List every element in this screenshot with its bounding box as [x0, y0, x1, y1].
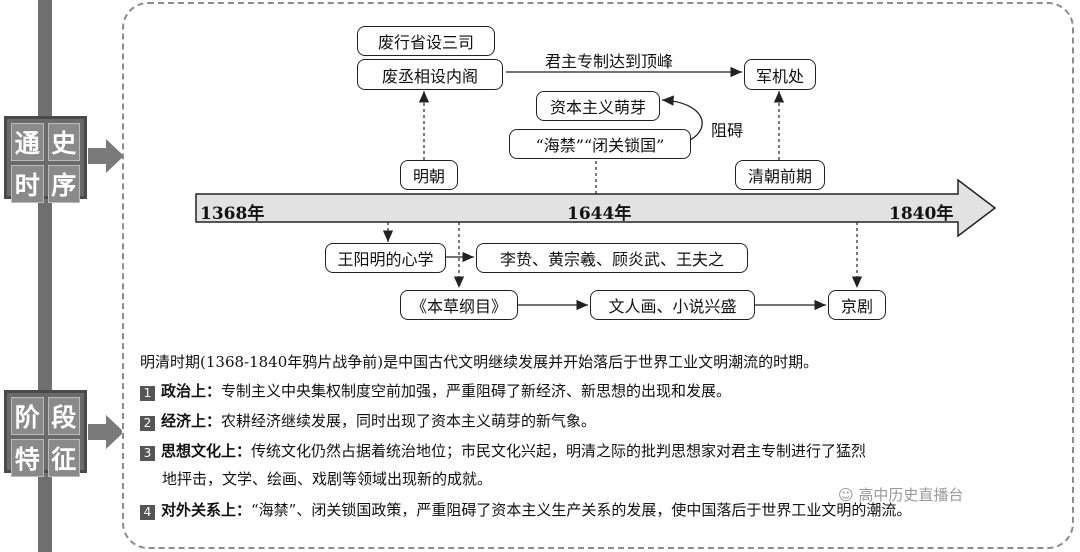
watermark-text: 高中历史直播台 [858, 486, 964, 504]
tag-char: 阶 [11, 397, 44, 435]
pointer-arrow-icon [88, 139, 124, 173]
label-autocracy-peak: 君主专制达到顶峰 [545, 52, 674, 71]
tag-char: 特 [11, 439, 44, 477]
item-number-3: 3 [140, 446, 155, 461]
box-grand-council: 军机处 [744, 59, 816, 90]
stage-intro: 明清时期(1368-1840年鸦片战争前)是中国古代文明继续发展并开始落后于世界… [140, 353, 819, 371]
box-capitalism-sprouts: 资本主义萌芽 [536, 91, 660, 121]
item-text: 传统文化仍然占据着统治地位；市民文化兴起，明清之际的批判思想家对君主专制进行了猛… [251, 442, 867, 460]
item-number-1: 1 [140, 386, 155, 401]
item-heading: 思想文化上： [161, 442, 252, 460]
tag-stage-features: 阶 段 特 征 [4, 390, 87, 477]
item-number-2: 2 [140, 416, 155, 431]
item-text: 专制主义中央集权制度空前加强，严重阻碍了新经济、新思想的出现和发展。 [221, 382, 732, 400]
item-text: “海禁”、闭关锁国政策，严重阻碍了资本主义生产关系的发展，使中国落后于世界工业文… [251, 501, 912, 519]
box-ming-dynasty: 明朝 [400, 160, 458, 190]
box-wang-yangming: 王阳明的心学 [325, 243, 446, 273]
tag-char: 段 [47, 397, 80, 435]
timeline-year-end: 1840年 [889, 204, 954, 224]
stage-item-economy: 2 经济上：农耕经济继续发展，同时出现了资本主义萌芽的新气象。 [140, 408, 596, 434]
label-hinder: 阻碍 [711, 121, 744, 140]
box-bencao-gangmu: 《本草纲目》 [400, 290, 518, 320]
tag-char: 史 [47, 123, 80, 161]
box-peking-opera: 京剧 [828, 290, 886, 320]
tag-char: 通 [11, 123, 44, 161]
timeline-year-start: 1368年 [200, 204, 265, 224]
stage-item-culture: 3 思想文化上：传统文化仍然占据着统治地位；市民文化兴起，明清之际的批判思想家对君… [140, 438, 866, 464]
timeline-year-mid: 1644年 [567, 204, 632, 224]
stage-item-culture-cont: 地抨击，文学、绘画、戏剧等领域出现新的成就。 [162, 470, 493, 488]
tag-char: 征 [47, 439, 80, 477]
item-heading: 政治上： [161, 382, 222, 400]
stage-item-foreign: 4 对外关系上：“海禁”、闭关锁国政策，严重阻碍了资本主义生产关系的发展，使中国落… [140, 497, 911, 523]
tag-general-history-sequence: 通 史 时 序 [4, 116, 87, 203]
item-number-4: 4 [140, 505, 155, 520]
item-heading: 经济上： [161, 412, 222, 430]
box-early-qing: 清朝前期 [735, 160, 825, 190]
box-sea-ban: “海禁”“闭关锁国” [509, 129, 691, 159]
item-text: 农耕经济继续发展，同时出现了资本主义萌芽的新气象。 [221, 412, 597, 430]
item-heading: 对外关系上： [161, 501, 252, 519]
box-thinkers: 李贽、黄宗羲、顾炎武、王夫之 [476, 243, 748, 273]
tag-char: 序 [47, 165, 80, 203]
tag-char: 时 [11, 165, 44, 203]
box-abolish-chancellor: 废丞相设内阁 [357, 59, 503, 90]
box-painting-novels: 文人画、小说兴盛 [590, 290, 755, 320]
wechat-icon: ☺ [838, 486, 859, 504]
box-abolish-province: 废行省设三司 [357, 26, 495, 56]
pointer-arrow-icon [88, 415, 124, 449]
watermark: ☺ 高中历史直播台 [838, 484, 963, 505]
stage-item-politics: 1 政治上：专制主义中央集权制度空前加强，严重阻碍了新经济、新思想的出现和发展。 [140, 378, 731, 404]
timeline-arrow [195, 178, 997, 238]
